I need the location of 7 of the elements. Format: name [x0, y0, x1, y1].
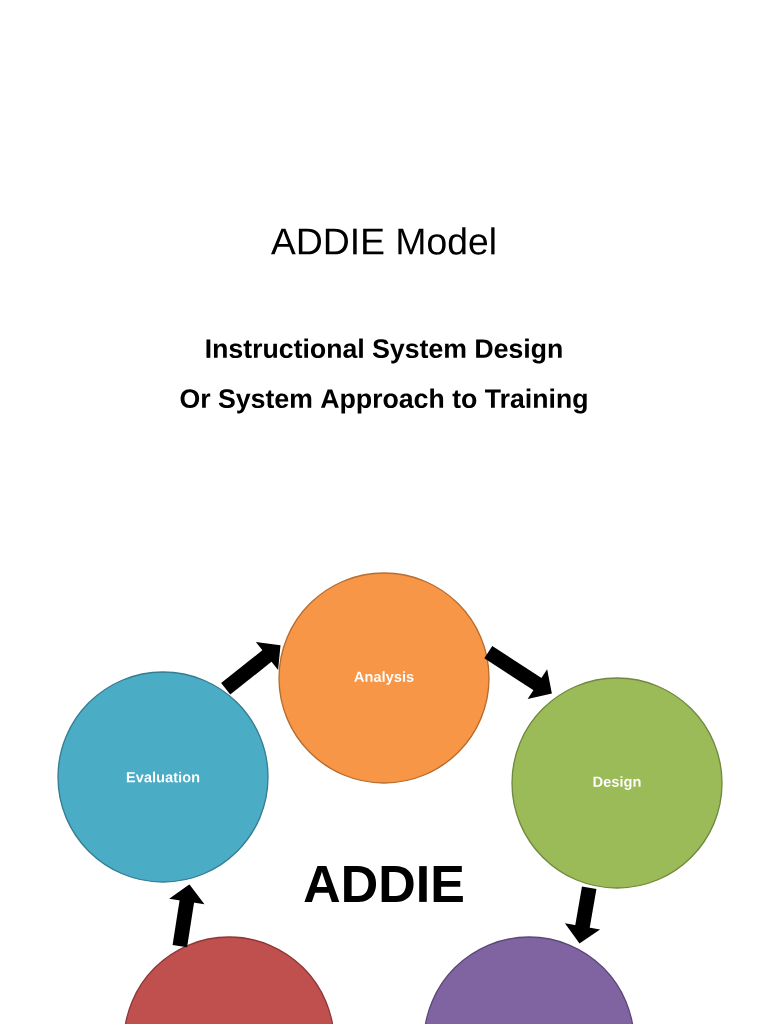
title: ADDIE Model: [271, 227, 495, 255]
center-label: ADDIE: [304, 866, 463, 902]
subtitle: Or System Approach to Training: [180, 388, 587, 414]
circle: [423, 936, 635, 1024]
block-arrow: [221, 642, 281, 695]
subtitle: Instructional System Design: [206, 338, 562, 364]
circle: [123, 936, 335, 1024]
